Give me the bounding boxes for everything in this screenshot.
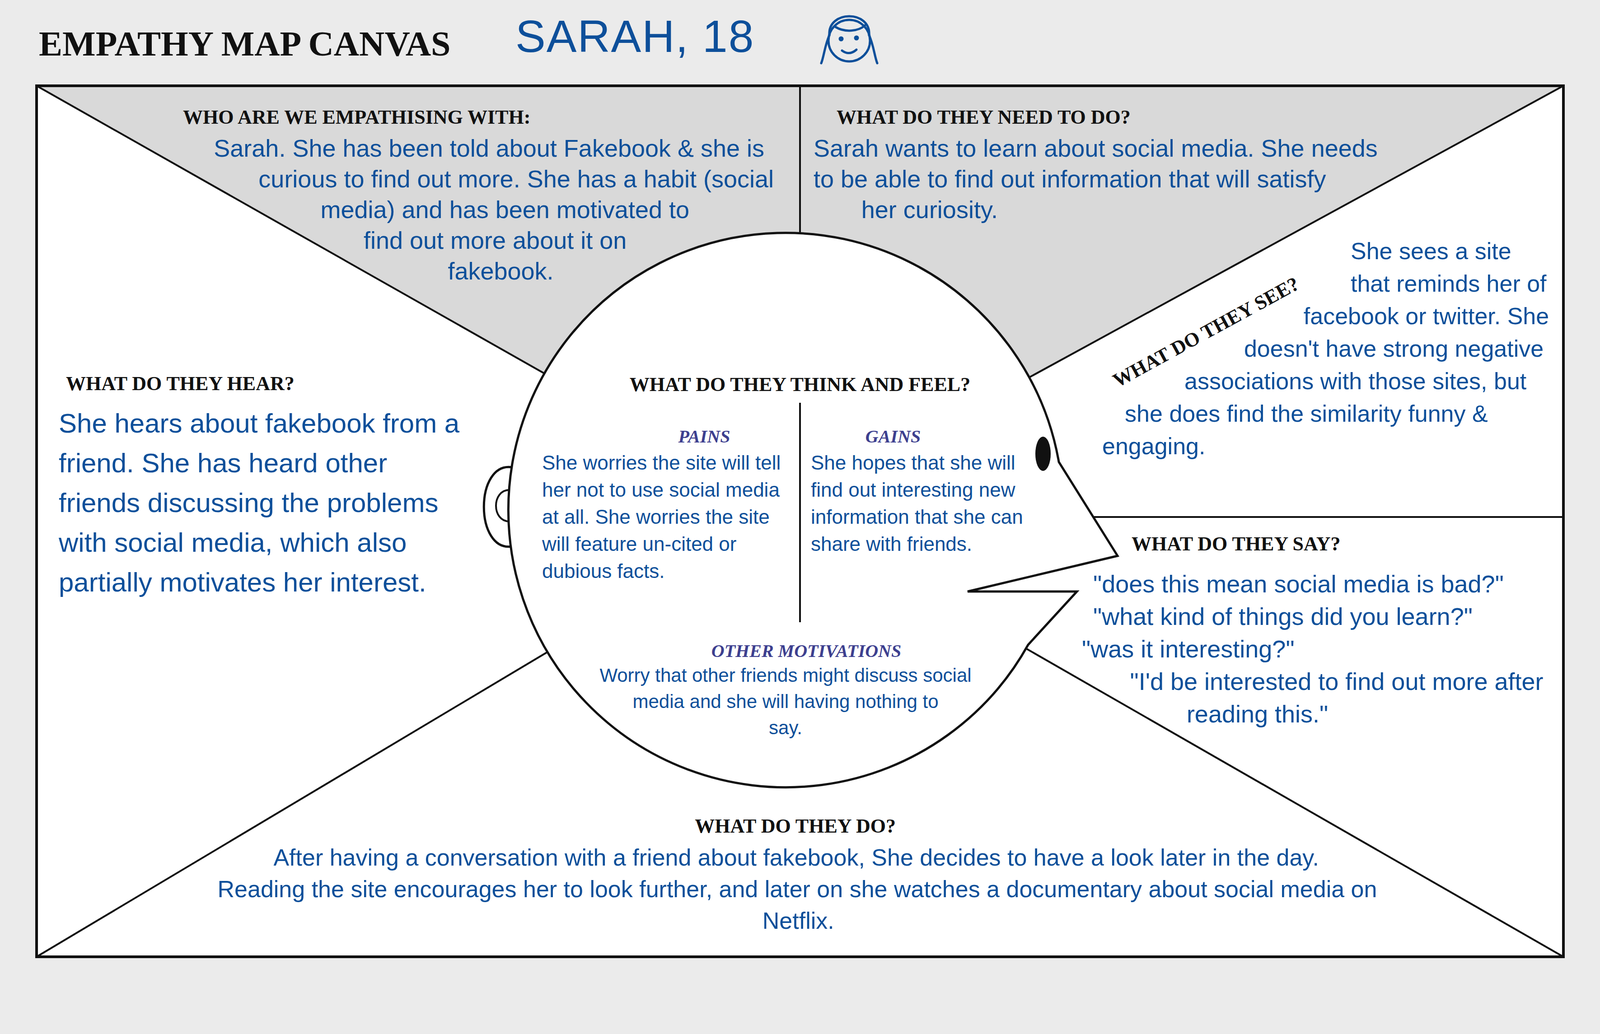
canvas-section: WHAT DO THEY DO?After having a conversat…	[67, 813, 1554, 949]
text-area: WHAT DO THEY SAY? "does this mean social …	[1081, 530, 1554, 881]
handwritten-note: Sarah wants to learn about social media.…	[808, 132, 1441, 225]
wrap-float	[1551, 530, 1554, 881]
divider-line	[1093, 516, 1564, 519]
canvas-section: WHAT DO THEY SEE?She sees a site that re…	[1102, 234, 1550, 513]
canvas-ground	[36, 85, 1564, 958]
section-heading: WHAT DO THEY SAY?	[1081, 530, 1554, 558]
section-heading: WHAT DO THEY NEED TO DO?	[836, 103, 1441, 131]
canvas-section: WHO ARE WE EMPATHISING WITH:Sarah. She h…	[103, 103, 796, 330]
wrap-float	[469, 370, 488, 685]
text-area: She hopes that she will find out interes…	[810, 449, 1064, 604]
divider-line	[799, 402, 801, 623]
divider-lines	[36, 85, 1564, 958]
text-area: Worry that other friends might discuss s…	[542, 662, 1039, 771]
inner-ear	[495, 490, 510, 522]
divider-line	[36, 652, 548, 958]
handwritten-note: She sees a site that reminds her of face…	[1102, 234, 1550, 463]
text-area: WHAT DO THEY NEED TO DO?Sarah wants to l…	[808, 103, 1441, 285]
doodle-eye	[855, 36, 858, 40]
text-area: WHAT DO THEY DO?After having a conversat…	[67, 813, 1554, 949]
doodle-eye	[839, 37, 843, 41]
text-area: She worries the site will tell her not t…	[542, 449, 791, 637]
section-heading: WHAT DO THEY HEAR?	[65, 370, 488, 398]
text-area: She sees a site that reminds her of face…	[1102, 234, 1550, 513]
handwritten-note: After having a conversation with a frien…	[67, 842, 1554, 937]
handwritten-note: "I'd be interested to find out more afte…	[1081, 665, 1554, 731]
canvas-section: WHAT DO THEY NEED TO DO?Sarah wants to l…	[808, 103, 1441, 285]
section-heading: WHO ARE WE EMPATHISING WITH:	[182, 103, 796, 131]
handwritten-note: "does this mean social media is bad?"	[1081, 567, 1554, 601]
doodle-smile	[842, 49, 857, 54]
sub-heading: OTHER MOTIVATIONS	[711, 640, 902, 663]
section-heading: WHAT DO THEY THINK AND FEEL?	[629, 371, 971, 399]
canvas-border	[36, 85, 1564, 958]
canvas-title: EMPATHY MAP CANVAS	[38, 23, 451, 65]
handwritten-note: She hears about fakebook from a friend. …	[58, 403, 488, 603]
doodle-face	[828, 19, 871, 62]
section-heading: WHAT DO THEY DO?	[67, 813, 1554, 841]
persona-label: SARAH, 18	[515, 9, 755, 64]
doodle-hair	[835, 25, 866, 31]
wrap-float	[808, 103, 977, 285]
doodle-hair	[829, 16, 870, 36]
canvas-section: WHAT DO THEY HEAR? She hears about fakebo…	[58, 370, 488, 685]
text-area: WHO ARE WE EMPATHISING WITH:Sarah. She h…	[103, 103, 796, 330]
divider-line	[1025, 648, 1564, 958]
text-area: WHAT DO THEY HEAR? She hears about fakebo…	[58, 370, 488, 685]
sub-heading: PAINS	[678, 425, 731, 449]
head-outline	[508, 233, 1118, 788]
handwritten-note: Sarah. She has been told about Fakebook …	[103, 132, 796, 287]
sub-heading: GAINS	[865, 425, 921, 449]
doodle-hair	[821, 35, 830, 64]
handwritten-note: "what kind of things did you learn?"	[1081, 600, 1554, 633]
handwritten-note: Worry that other friends might discuss s…	[542, 662, 1039, 742]
doodle-hair	[869, 35, 878, 64]
eye	[1035, 436, 1051, 472]
divider-line	[1029, 85, 1564, 378]
handwritten-note: She hopes that she will find out interes…	[810, 449, 1064, 558]
handwritten-note: She worries the site will tell her not t…	[542, 449, 791, 585]
handwritten-note: "was it interesting?"	[1081, 632, 1554, 666]
wrap-float	[788, 449, 791, 637]
canvas-section: WHAT DO THEY SAY? "does this mean social …	[1081, 530, 1554, 881]
face-doodle	[821, 16, 878, 64]
divider-line	[799, 85, 801, 234]
head-circle: WHAT DO THEY THINK AND FEEL? PAINSShe wor…	[508, 233, 1063, 788]
